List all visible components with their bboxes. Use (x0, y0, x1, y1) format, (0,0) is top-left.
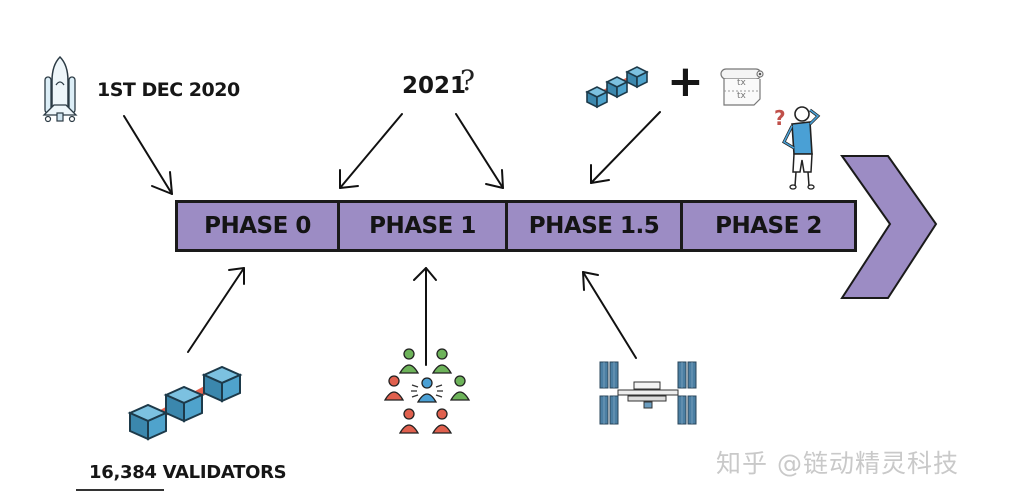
question-mark-icon: ? (774, 106, 786, 130)
confused-person-icon: ? (772, 100, 828, 192)
timeline-bar: PHASE 0 PHASE 1 PHASE 1.5 PHASE 2 (175, 200, 857, 252)
crowd-people-icon (383, 348, 471, 434)
blockchain-icon (585, 66, 649, 109)
watermark: 知乎 @链动精灵科技 (716, 449, 959, 478)
space-station-icon (599, 361, 697, 425)
blockchain-validators-icon (127, 365, 243, 441)
phase-0: PHASE 0 (178, 203, 340, 249)
arrow-validators-to-phase0 (187, 267, 245, 353)
arrow-station-to-phase1-5 (582, 271, 637, 359)
arrow-chain-to-phase1-5 (590, 111, 661, 184)
arrow-2021-to-phase1 (339, 113, 403, 189)
transaction-scroll-icon: tx tx (718, 67, 766, 107)
arrow-launch-to-phase0 (123, 115, 173, 195)
question-mark-icon: ? (460, 64, 476, 97)
validators-label: 16,384 VALIDATORS (89, 462, 287, 483)
phase-1-5: PHASE 1.5 (508, 203, 683, 249)
tx-line-1: tx (737, 78, 746, 88)
arrow-crowd-to-phase1 (413, 267, 437, 366)
rocket-shuttle-icon (42, 55, 78, 123)
plus-sign: + (667, 56, 704, 107)
phase-2: PHASE 2 (715, 213, 822, 239)
arrow-2021-to-phase1-5 (455, 113, 504, 189)
phase-1: PHASE 1 (340, 203, 508, 249)
tx-line-2: tx (737, 91, 746, 101)
year-label: 2021 (402, 73, 467, 99)
launch-date-label: 1ST DEC 2020 (97, 79, 240, 101)
validators-underline (76, 489, 164, 491)
chevron-right-icon (840, 155, 938, 299)
